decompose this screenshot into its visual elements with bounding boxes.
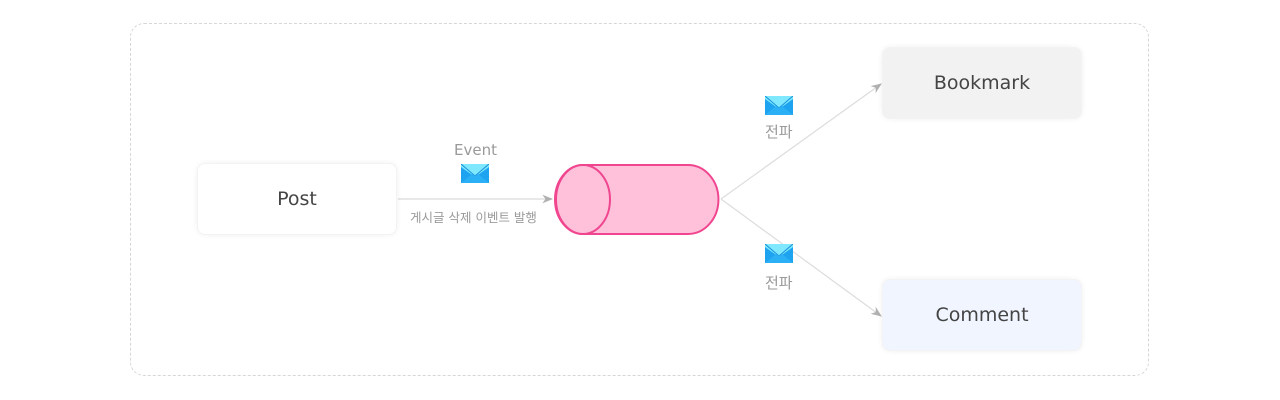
node-post-label: Post [277, 188, 317, 210]
queue-cylinder[interactable] [554, 164, 720, 235]
envelope-icon [765, 96, 793, 115]
node-comment[interactable]: Comment [882, 279, 1082, 351]
node-comment-label: Comment [935, 304, 1029, 326]
edge-propagate-comment-label: 전파 [765, 274, 793, 292]
edge-publish-label: 게시글 삭제 이벤트 발행 [410, 210, 537, 225]
node-bookmark[interactable]: Bookmark [882, 47, 1082, 119]
edge-propagate-bookmark-label: 전파 [765, 123, 793, 141]
envelope-icon [765, 244, 793, 263]
node-post[interactable]: Post [197, 163, 397, 235]
envelope-icon [461, 164, 489, 183]
diagram-frame [130, 23, 1149, 376]
queue-front-face [555, 164, 611, 235]
node-bookmark-label: Bookmark [933, 72, 1031, 94]
edge-event-label: Event [454, 141, 497, 159]
edge-queue-to-bookmark [720, 83, 882, 200]
edge-queue-to-comment [720, 198, 882, 317]
